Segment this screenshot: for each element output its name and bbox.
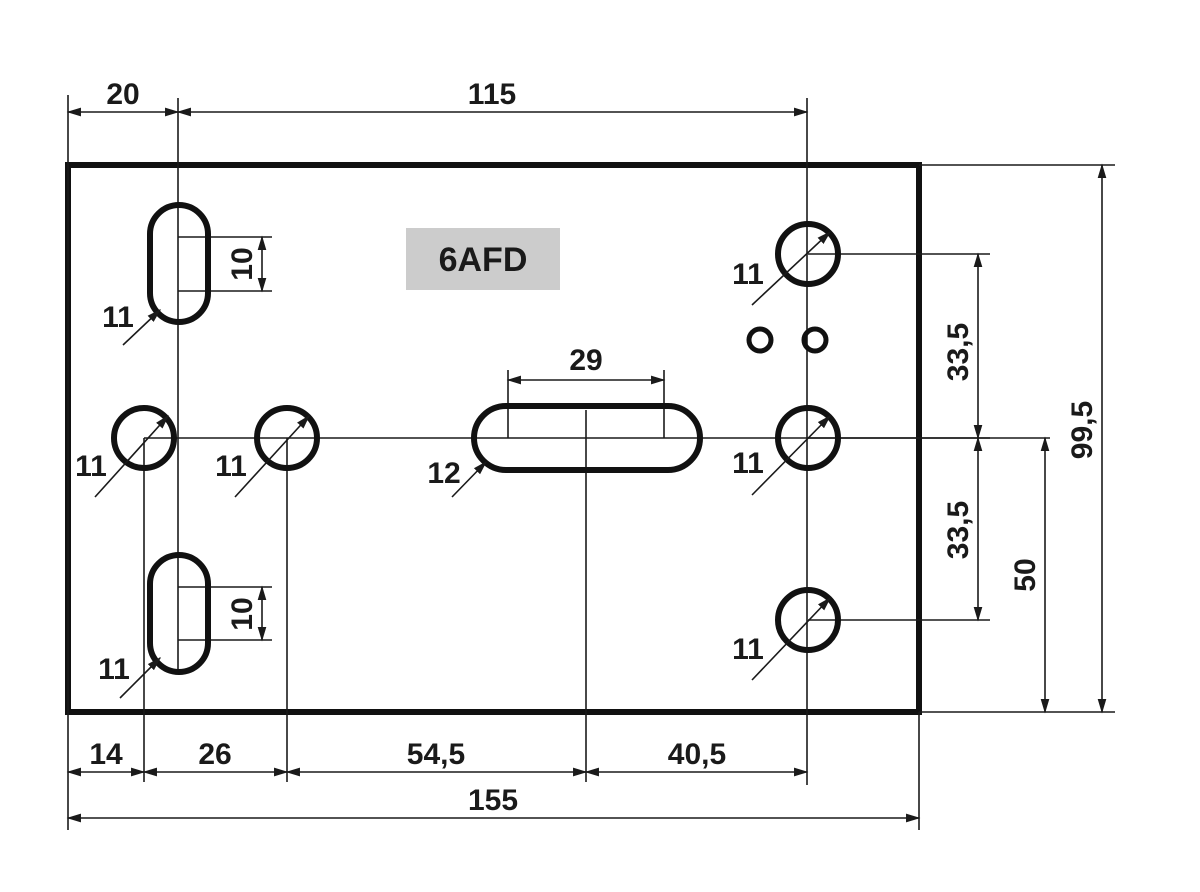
slot-bottom-left [147, 552, 211, 675]
small-hole-2 [801, 326, 829, 354]
dim-top-span: 115 [468, 78, 516, 111]
dim-right-lower: 33,5 [942, 501, 975, 559]
hole-labels: 11 11 11 12 11 11 11 11 [75, 258, 764, 686]
label-center-slot: 12 [427, 457, 460, 490]
dimension-texts: 20 115 14 26 54,5 40,5 155 29 33,5 33,5 … [89, 78, 1099, 817]
slot-top-left [147, 202, 211, 325]
hole-left-1 [111, 405, 177, 471]
dim-bottom-c: 54,5 [407, 738, 465, 771]
label-left-hole-2: 11 [215, 450, 247, 483]
holes [111, 202, 841, 675]
label-right-top: 11 [732, 258, 764, 291]
dim-bottom-d: 40,5 [668, 738, 726, 771]
label-slot-top-width: 11 [102, 301, 134, 334]
label-right-bottom: 11 [732, 633, 764, 666]
part-label-box [406, 228, 560, 290]
hole-right-mid [775, 405, 841, 471]
hole-right-top [775, 221, 841, 287]
hole-left-2 [254, 405, 320, 471]
label-right-mid: 11 [732, 447, 764, 480]
dim-right-total: 99,5 [1066, 401, 1099, 459]
dim-slot-bottom-height: 10 [226, 597, 259, 630]
leader-lines [94, 231, 832, 699]
dim-bottom-total: 155 [468, 784, 518, 817]
label-slot-bottom-width: 11 [98, 653, 130, 686]
slot-center [471, 403, 703, 473]
dimension-lines [66, 107, 1107, 823]
dim-bottom-b: 26 [198, 738, 231, 771]
dim-right-mid: 50 [1009, 558, 1042, 591]
dim-slot-top-height: 10 [226, 247, 259, 280]
dim-bottom-a: 14 [89, 738, 123, 771]
dim-right-upper: 33,5 [942, 323, 975, 381]
small-hole-1 [746, 326, 774, 354]
label-left-hole-1: 11 [75, 450, 107, 483]
part-label: 6AFD [439, 241, 528, 279]
dim-top-left: 20 [106, 78, 139, 111]
dim-slot-length: 29 [569, 344, 602, 377]
hole-right-bottom [775, 587, 841, 653]
